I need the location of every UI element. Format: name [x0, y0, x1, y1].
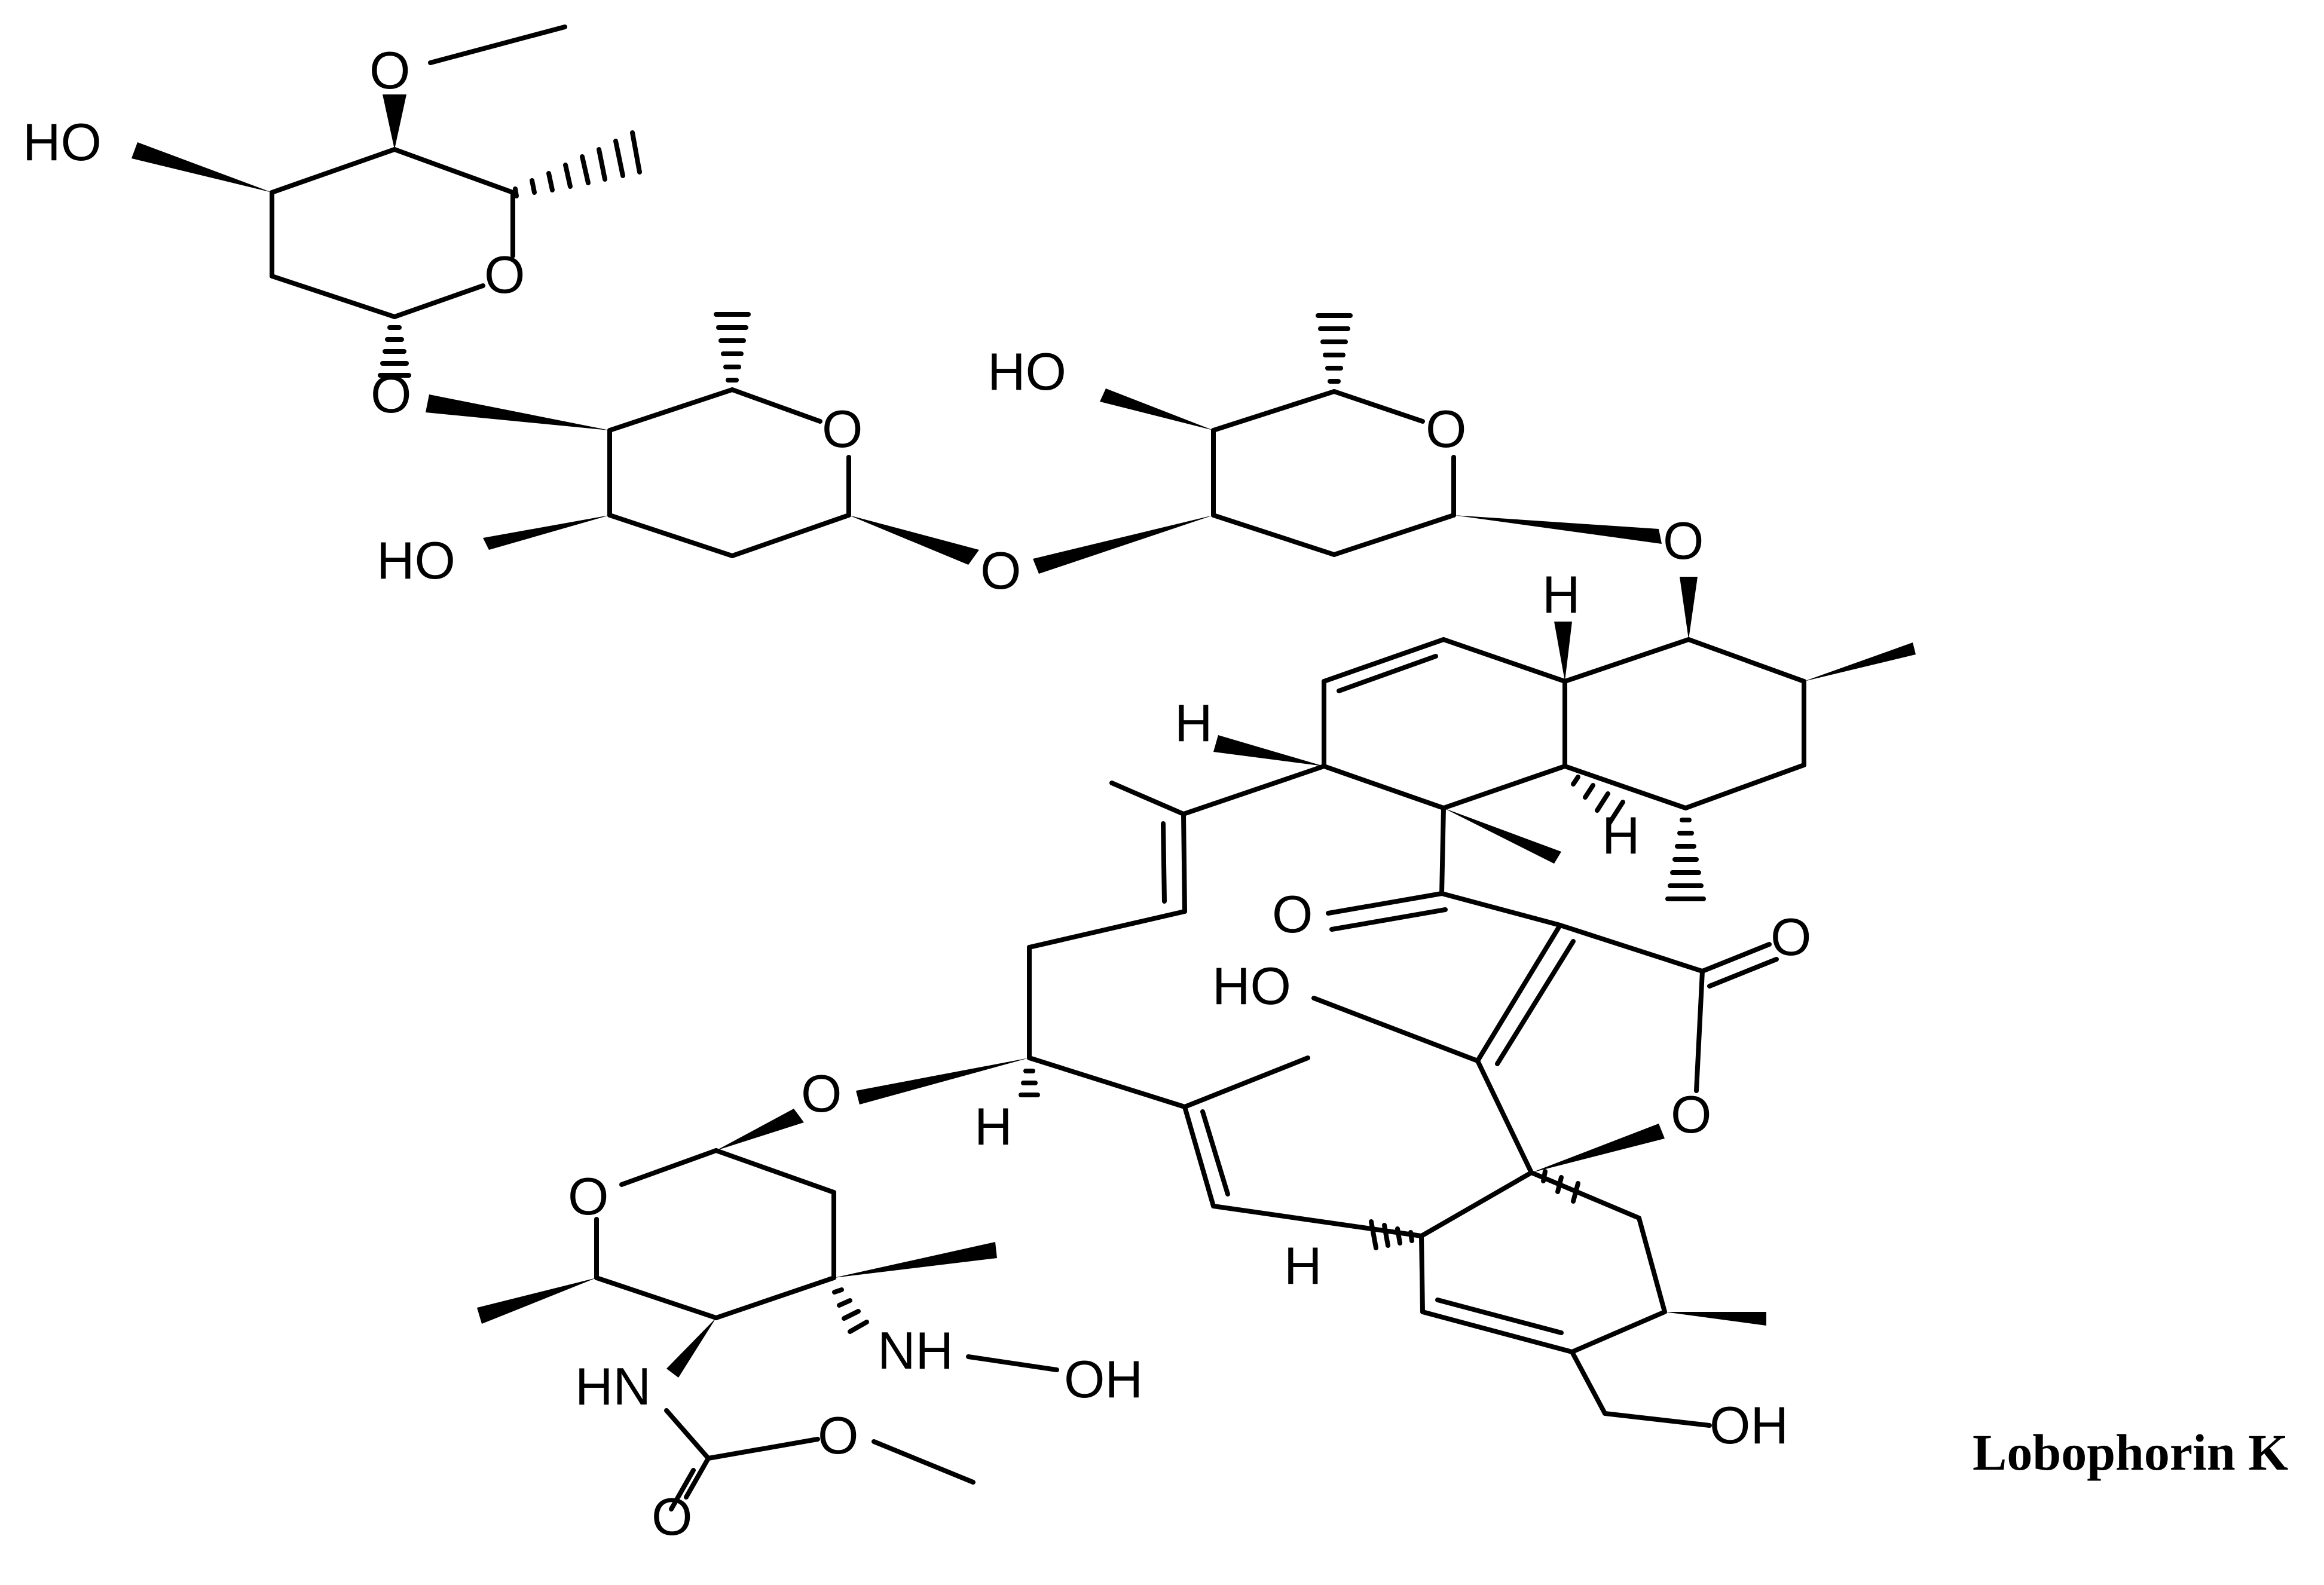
atom-label-h: H: [1175, 693, 1213, 752]
atom-label-h: H: [1542, 565, 1580, 624]
atom-label-ho: HO: [377, 531, 455, 590]
atom-label-o: O: [801, 1064, 842, 1123]
atom-label-ho: HO: [1212, 956, 1291, 1015]
atom-label-hn: HN: [575, 1357, 651, 1416]
atom-label-ho: HO: [987, 342, 1066, 401]
atom-label-h: H: [1284, 1236, 1322, 1295]
atom-label-o: O: [484, 245, 525, 304]
atom-label-o: O: [822, 399, 863, 458]
atom-label-o: O: [1770, 907, 1811, 966]
atom-label-o: O: [369, 41, 410, 100]
bond-lines: [270, 25, 1806, 1511]
atom-label-o: O: [980, 541, 1021, 600]
stereo-hashes: [378, 130, 1706, 1334]
atom-label-oh: OH: [1710, 1396, 1788, 1455]
atom-label-o: O: [1426, 399, 1466, 458]
atom-label-o: O: [818, 1406, 858, 1465]
atom-label-ho: HO: [23, 112, 102, 172]
atom-label-nh: NH: [877, 1321, 953, 1380]
atom-label-o: O: [371, 365, 411, 424]
atom-label-o: O: [652, 1487, 692, 1546]
atom-label-h: H: [974, 1097, 1013, 1156]
atom-label-h: H: [1602, 806, 1640, 865]
stereo-wedges: [132, 94, 1916, 1378]
atom-label-o: O: [1663, 511, 1704, 570]
atom-label-o: O: [1671, 1085, 1711, 1144]
atom-label-o: O: [1272, 885, 1313, 944]
compound-name-caption: Lobophorin K: [1973, 1424, 2289, 1481]
atom-label-o: O: [568, 1167, 608, 1226]
atom-labels: O HO O O O HO O HO O O H H H O O HO O O …: [23, 41, 1811, 1546]
atom-label-oh: OH: [1064, 1350, 1143, 1409]
